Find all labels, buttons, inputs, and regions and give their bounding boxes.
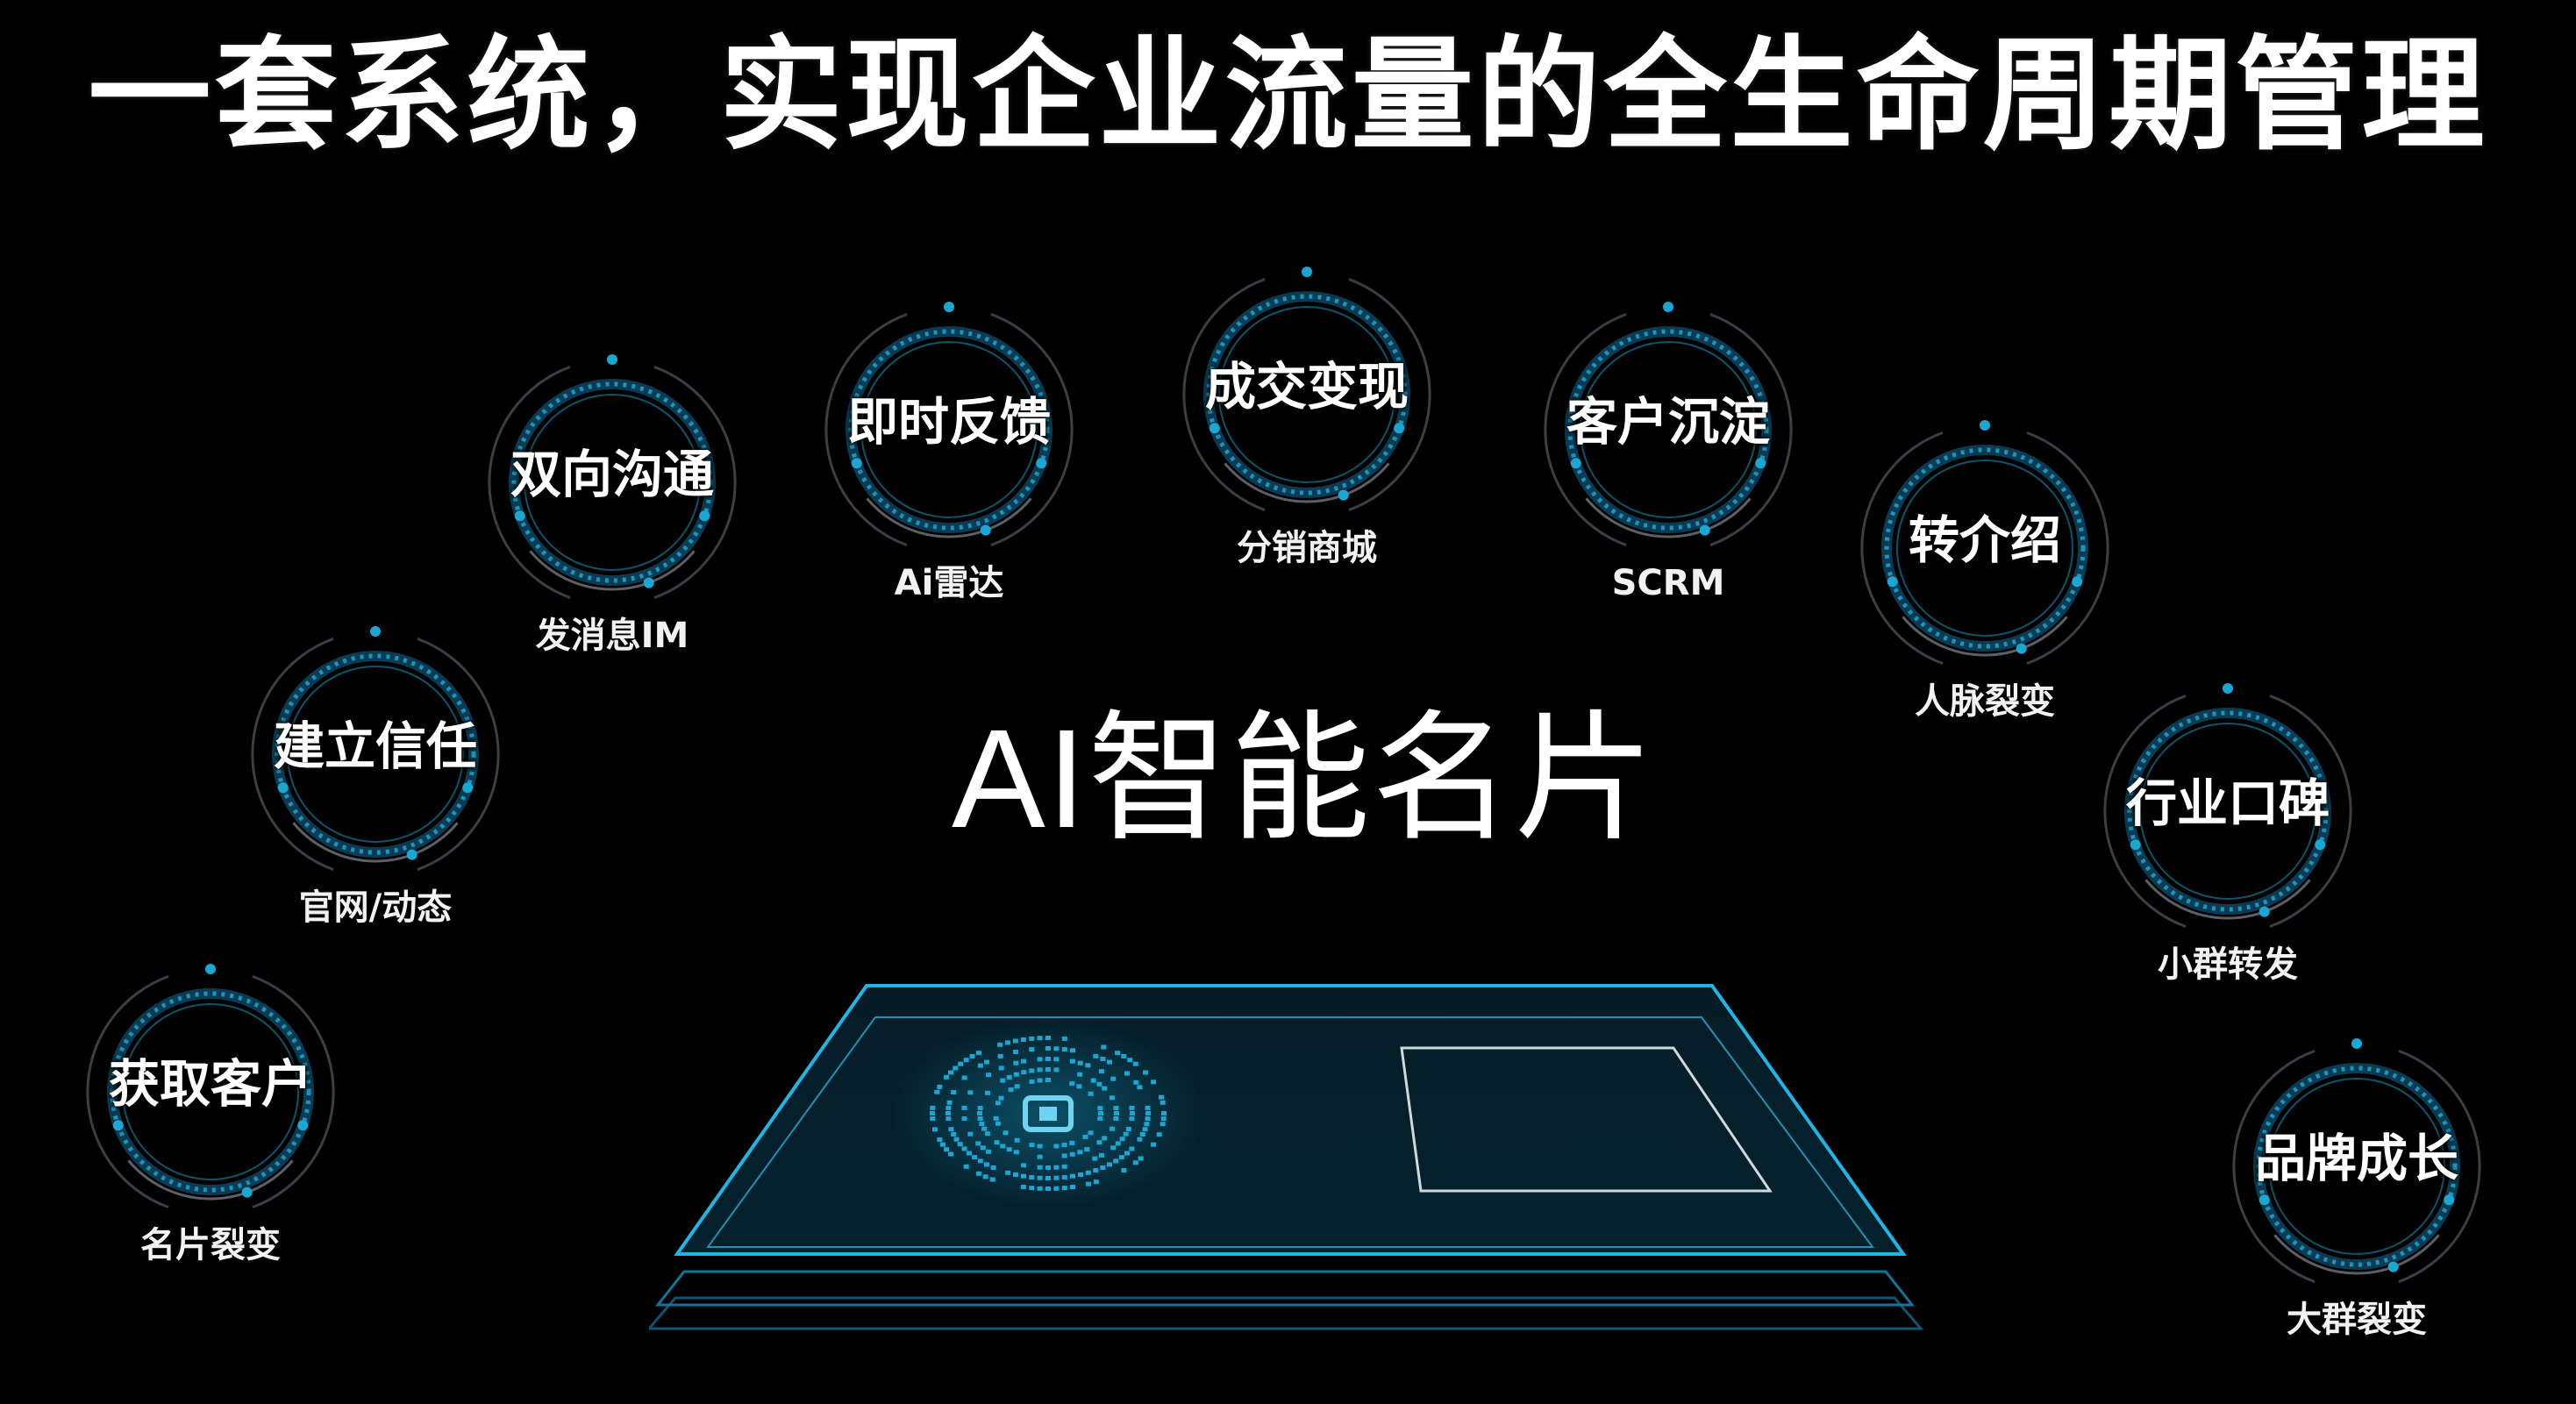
node-label: 品牌成长: [2254, 1129, 2458, 1188]
node-label: 建立信任: [273, 716, 477, 776]
node-deal-monetization: 成交变现 分销商城: [1175, 263, 1438, 566]
node-instant-feedback: 即时反馈 Ai雷达: [817, 298, 1081, 601]
ring-icon: [251, 626, 500, 872]
ring-icon: [86, 964, 335, 1209]
node-sublabel: SCRM: [1611, 563, 1725, 603]
node-two-way-communication: 双向沟通 发消息IM: [481, 351, 744, 653]
node-referral: 转介绍 人脉裂变: [1853, 417, 2116, 719]
node-label: 获取客户: [108, 1054, 312, 1114]
ring-icon: [2232, 1038, 2481, 1284]
node-label: 行业口碑: [2125, 773, 2330, 833]
ring-icon: [488, 354, 737, 600]
card-layer-middle: [654, 1270, 1916, 1307]
node-sublabel: 名片裂变: [140, 1225, 281, 1265]
node-industry-reputation: 行业口碑 小群转发: [2096, 680, 2359, 982]
ring-icon: [824, 302, 1074, 547]
node-build-trust: 建立信任 官网/动态: [244, 623, 507, 925]
qr-code-icon: [890, 1017, 1206, 1210]
node-label: 即时反馈: [846, 392, 1051, 452]
node-sublabel: 分销商城: [1237, 528, 1377, 568]
ring-icon: [2103, 683, 2352, 929]
card-layer-bottom: [649, 1296, 1924, 1330]
page-title: 一套系统，实现企业流量的全生命周期管理: [88, 25, 2488, 167]
card-inner-border: [706, 1016, 1874, 1248]
ring-icon: [1182, 267, 1431, 512]
node-label: 客户沉淀: [1566, 392, 1770, 452]
node-customer-retention: 客户沉淀 SCRM: [1537, 298, 1800, 601]
center-title: AI智能名片: [952, 700, 1657, 857]
ring-icon: [1860, 420, 2109, 666]
card-main: [674, 984, 1907, 1256]
ring-icon: [1544, 302, 1793, 547]
digital-card-graphic: [649, 984, 1924, 1330]
node-sublabel: 人脉裂变: [1915, 681, 2055, 722]
node-sublabel: 小群转发: [2158, 944, 2298, 985]
node-label: 双向沟通: [510, 445, 714, 504]
node-sublabel: 官网/动态: [298, 887, 453, 928]
node-sublabel: Ai雷达: [894, 563, 1004, 603]
node-sublabel: 大群裂变: [2287, 1300, 2427, 1340]
node-sublabel: 发消息IM: [535, 616, 689, 656]
node-acquire-customer: 获取客户 名片裂变: [79, 960, 342, 1263]
node-label: 转介绍: [1908, 510, 2061, 570]
node-brand-growth: 品牌成长 大群裂变: [2225, 1035, 2488, 1337]
image-placeholder: [1400, 1046, 1773, 1193]
node-label: 成交变现: [1204, 357, 1409, 417]
